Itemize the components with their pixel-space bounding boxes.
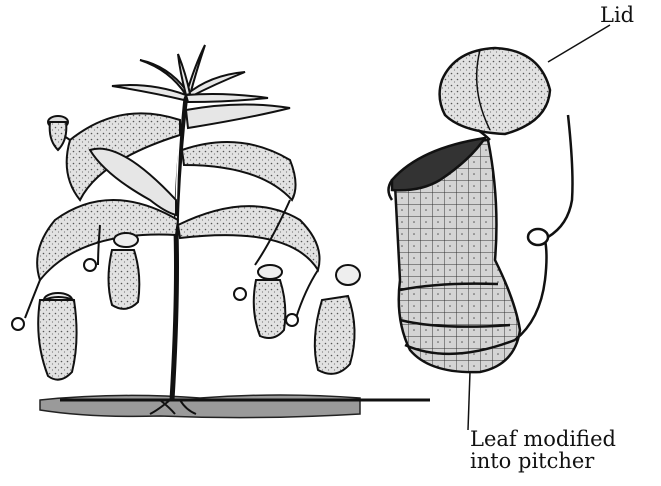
pitcher-small-5	[315, 265, 360, 374]
leaf-modified-label: Leaf modified into pitcher	[470, 428, 616, 472]
apical-leaves	[112, 45, 268, 102]
pitcher-small-1	[48, 116, 68, 150]
leaf-label-line-2: into pitcher	[470, 450, 616, 472]
pitcher-small-2	[38, 293, 76, 380]
ground	[40, 395, 430, 418]
pitcher-small-3	[109, 233, 140, 309]
large-pitcher	[389, 138, 521, 372]
leaf-leader-line	[468, 372, 470, 430]
plant-stem	[172, 95, 186, 400]
pitcher-stalk	[515, 115, 573, 340]
leaf-label-line-1: Leaf modified	[470, 428, 616, 450]
lid-label: Lid	[600, 4, 634, 26]
lid-leader-line	[548, 25, 610, 62]
pitcher-lid	[440, 48, 550, 140]
pitcher-small-4	[254, 265, 286, 338]
